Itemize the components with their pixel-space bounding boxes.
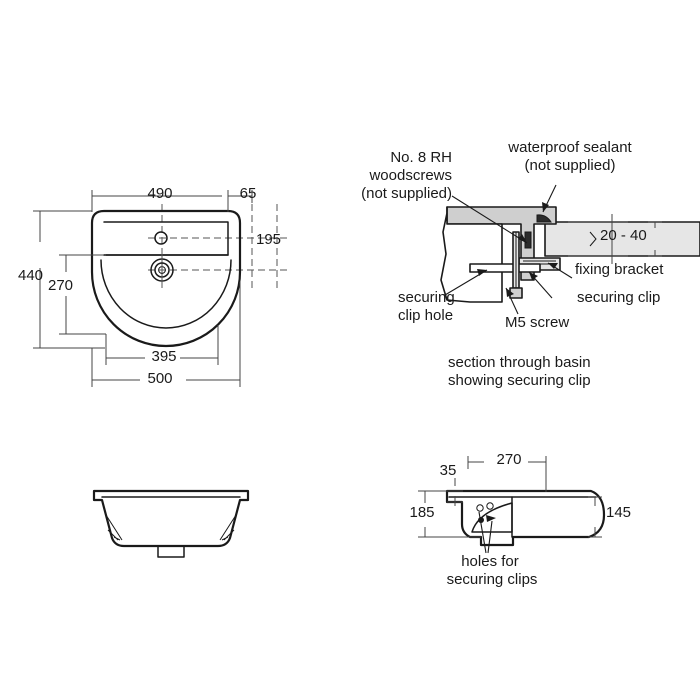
plan-dim-65-label: 65 <box>239 185 257 202</box>
section-view-group <box>440 184 700 315</box>
securing-clip-hole-label-line1: securing <box>398 289 455 306</box>
elevation-waste-tab <box>157 545 185 558</box>
woodscrews-label-line3: (not supplied) <box>361 185 452 202</box>
side-holes-leaders <box>478 511 493 554</box>
plan-centrelines <box>148 204 290 292</box>
plan-view-group <box>33 190 290 387</box>
section-woodscrew <box>524 231 532 249</box>
side-dim-145-label: 145 <box>606 504 632 521</box>
sealant-label-line1: waterproof sealant <box>508 139 632 156</box>
section-caption-line2: showing securing clip <box>448 372 591 389</box>
front-elevation-group <box>92 489 250 558</box>
plan-dim-395 <box>105 325 219 365</box>
section-sealant-blob <box>536 214 552 223</box>
elevation-rib-right <box>219 514 237 541</box>
elevation-outline <box>92 489 250 548</box>
plan-dim-490-label: 490 <box>147 185 173 202</box>
m5-screw-label: M5 screw <box>505 314 570 331</box>
plan-dim-500-label: 500 <box>147 370 173 387</box>
side-dim-185-label: 185 <box>409 504 435 521</box>
holes-label-line1: holes for <box>461 553 519 570</box>
section-basin-wall <box>440 206 503 303</box>
elevation-rib-left <box>105 514 123 541</box>
plan-dim-top <box>91 190 253 212</box>
fixing-bracket-label: fixing bracket <box>575 261 664 278</box>
plan-outer-outline <box>90 209 242 348</box>
side-section-group <box>418 456 606 554</box>
side-securing-clip-holes <box>476 502 496 523</box>
plan-dim-440 <box>33 210 105 349</box>
side-dim-185 <box>418 490 481 538</box>
side-dim-35 <box>447 478 463 506</box>
sealant-label-line2: (not supplied) <box>524 157 616 174</box>
side-dim-270-label: 270 <box>496 451 522 468</box>
plan-dim-195-label: 195 <box>256 231 282 248</box>
securing-clip-label: securing clip <box>577 289 661 306</box>
worktop-thickness-label: 20 - 40 <box>600 227 647 244</box>
plan-dim-500 <box>91 282 241 387</box>
section-leaders <box>444 184 573 315</box>
side-dim-145 <box>588 496 602 538</box>
plan-waste-outlet <box>150 254 174 288</box>
section-caption-line1: section through basin <box>448 354 591 371</box>
side-dim-270 <box>467 456 547 492</box>
plan-dim-440-label: 440 <box>18 267 44 284</box>
plan-dim-270 <box>59 254 106 335</box>
holes-label-line2: securing clips <box>446 571 538 588</box>
woodscrews-label-line2: woodscrews <box>369 167 452 184</box>
side-dim-35-label: 35 <box>439 462 457 479</box>
plan-dim-395-label: 395 <box>151 348 177 365</box>
plan-tap-hole <box>154 231 168 245</box>
securing-clip-hole-label-line2: clip hole <box>398 307 454 324</box>
plan-dim-270-label: 270 <box>48 277 74 294</box>
plan-bowl-inner <box>100 259 232 329</box>
woodscrews-label-line1: No. 8 RH <box>390 149 452 166</box>
section-dim-2040 <box>568 214 662 264</box>
